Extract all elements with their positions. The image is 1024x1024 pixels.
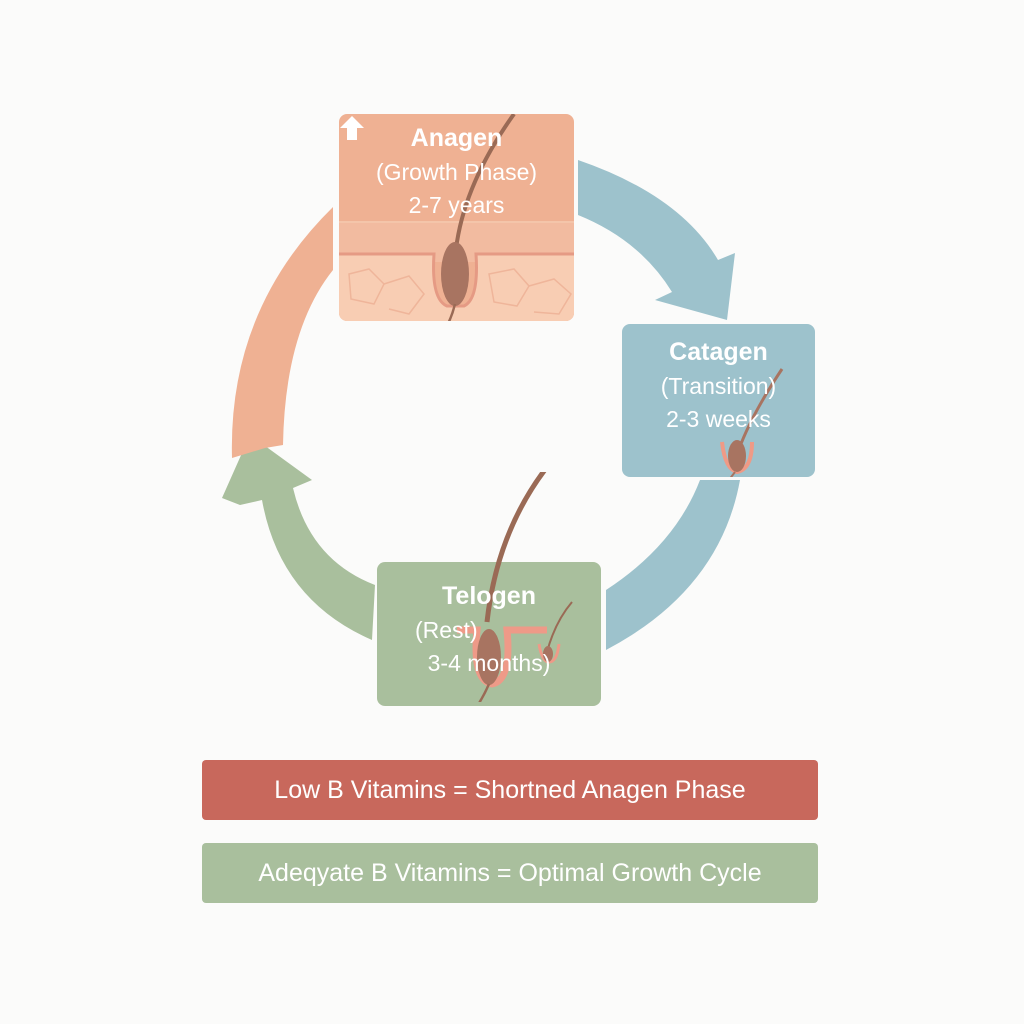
low-b-vitamins-note: Low B Vitamins = Shortned Anagen Phase <box>202 760 818 820</box>
phase-box-anagen: Anagen (Growth Phase) 2-7 years <box>339 114 574 321</box>
hair-strand <box>454 114 516 250</box>
phase-title: Anagen <box>410 124 503 152</box>
adequate-note-text: Adeqyate B Vitamins = Optimal Growth Cyc… <box>258 858 762 887</box>
up-arrow-icon <box>340 116 364 140</box>
arrow-catagen-to-telogen <box>606 480 740 650</box>
arrow-telogen-to-anagen <box>222 435 375 640</box>
phase-subtitle: (Growth Phase) <box>375 159 538 185</box>
phase-box-telogen: Telogen (Rest) 3-4 months) <box>377 472 601 706</box>
hair-follicle-icon <box>720 368 784 477</box>
hair-bulb <box>441 242 469 306</box>
resting-follicle-icon <box>457 472 573 702</box>
skin-cross-section-illustration <box>339 114 574 321</box>
phase-subtitle: (Transition) <box>660 373 777 399</box>
arrow-anagen-to-catagen <box>578 160 735 320</box>
phase-duration: 2-7 years <box>408 192 505 218</box>
low-note-text: Low B Vitamins = Shortned Anagen Phase <box>274 775 746 804</box>
adequate-b-vitamins-note: Adeqyate B Vitamins = Optimal Growth Cyc… <box>202 843 818 903</box>
phase-title: Telogen <box>442 582 536 610</box>
phase-box-catagen: Catagen (Transition) 2-3 weeks <box>622 324 815 477</box>
phase-duration: 3-4 months) <box>427 650 551 676</box>
phase-duration: 2-3 weeks <box>666 406 771 432</box>
phase-title: Catagen <box>669 338 768 366</box>
phase-subtitle: (Rest) <box>415 617 478 643</box>
arrow-orange-arc <box>231 207 333 458</box>
